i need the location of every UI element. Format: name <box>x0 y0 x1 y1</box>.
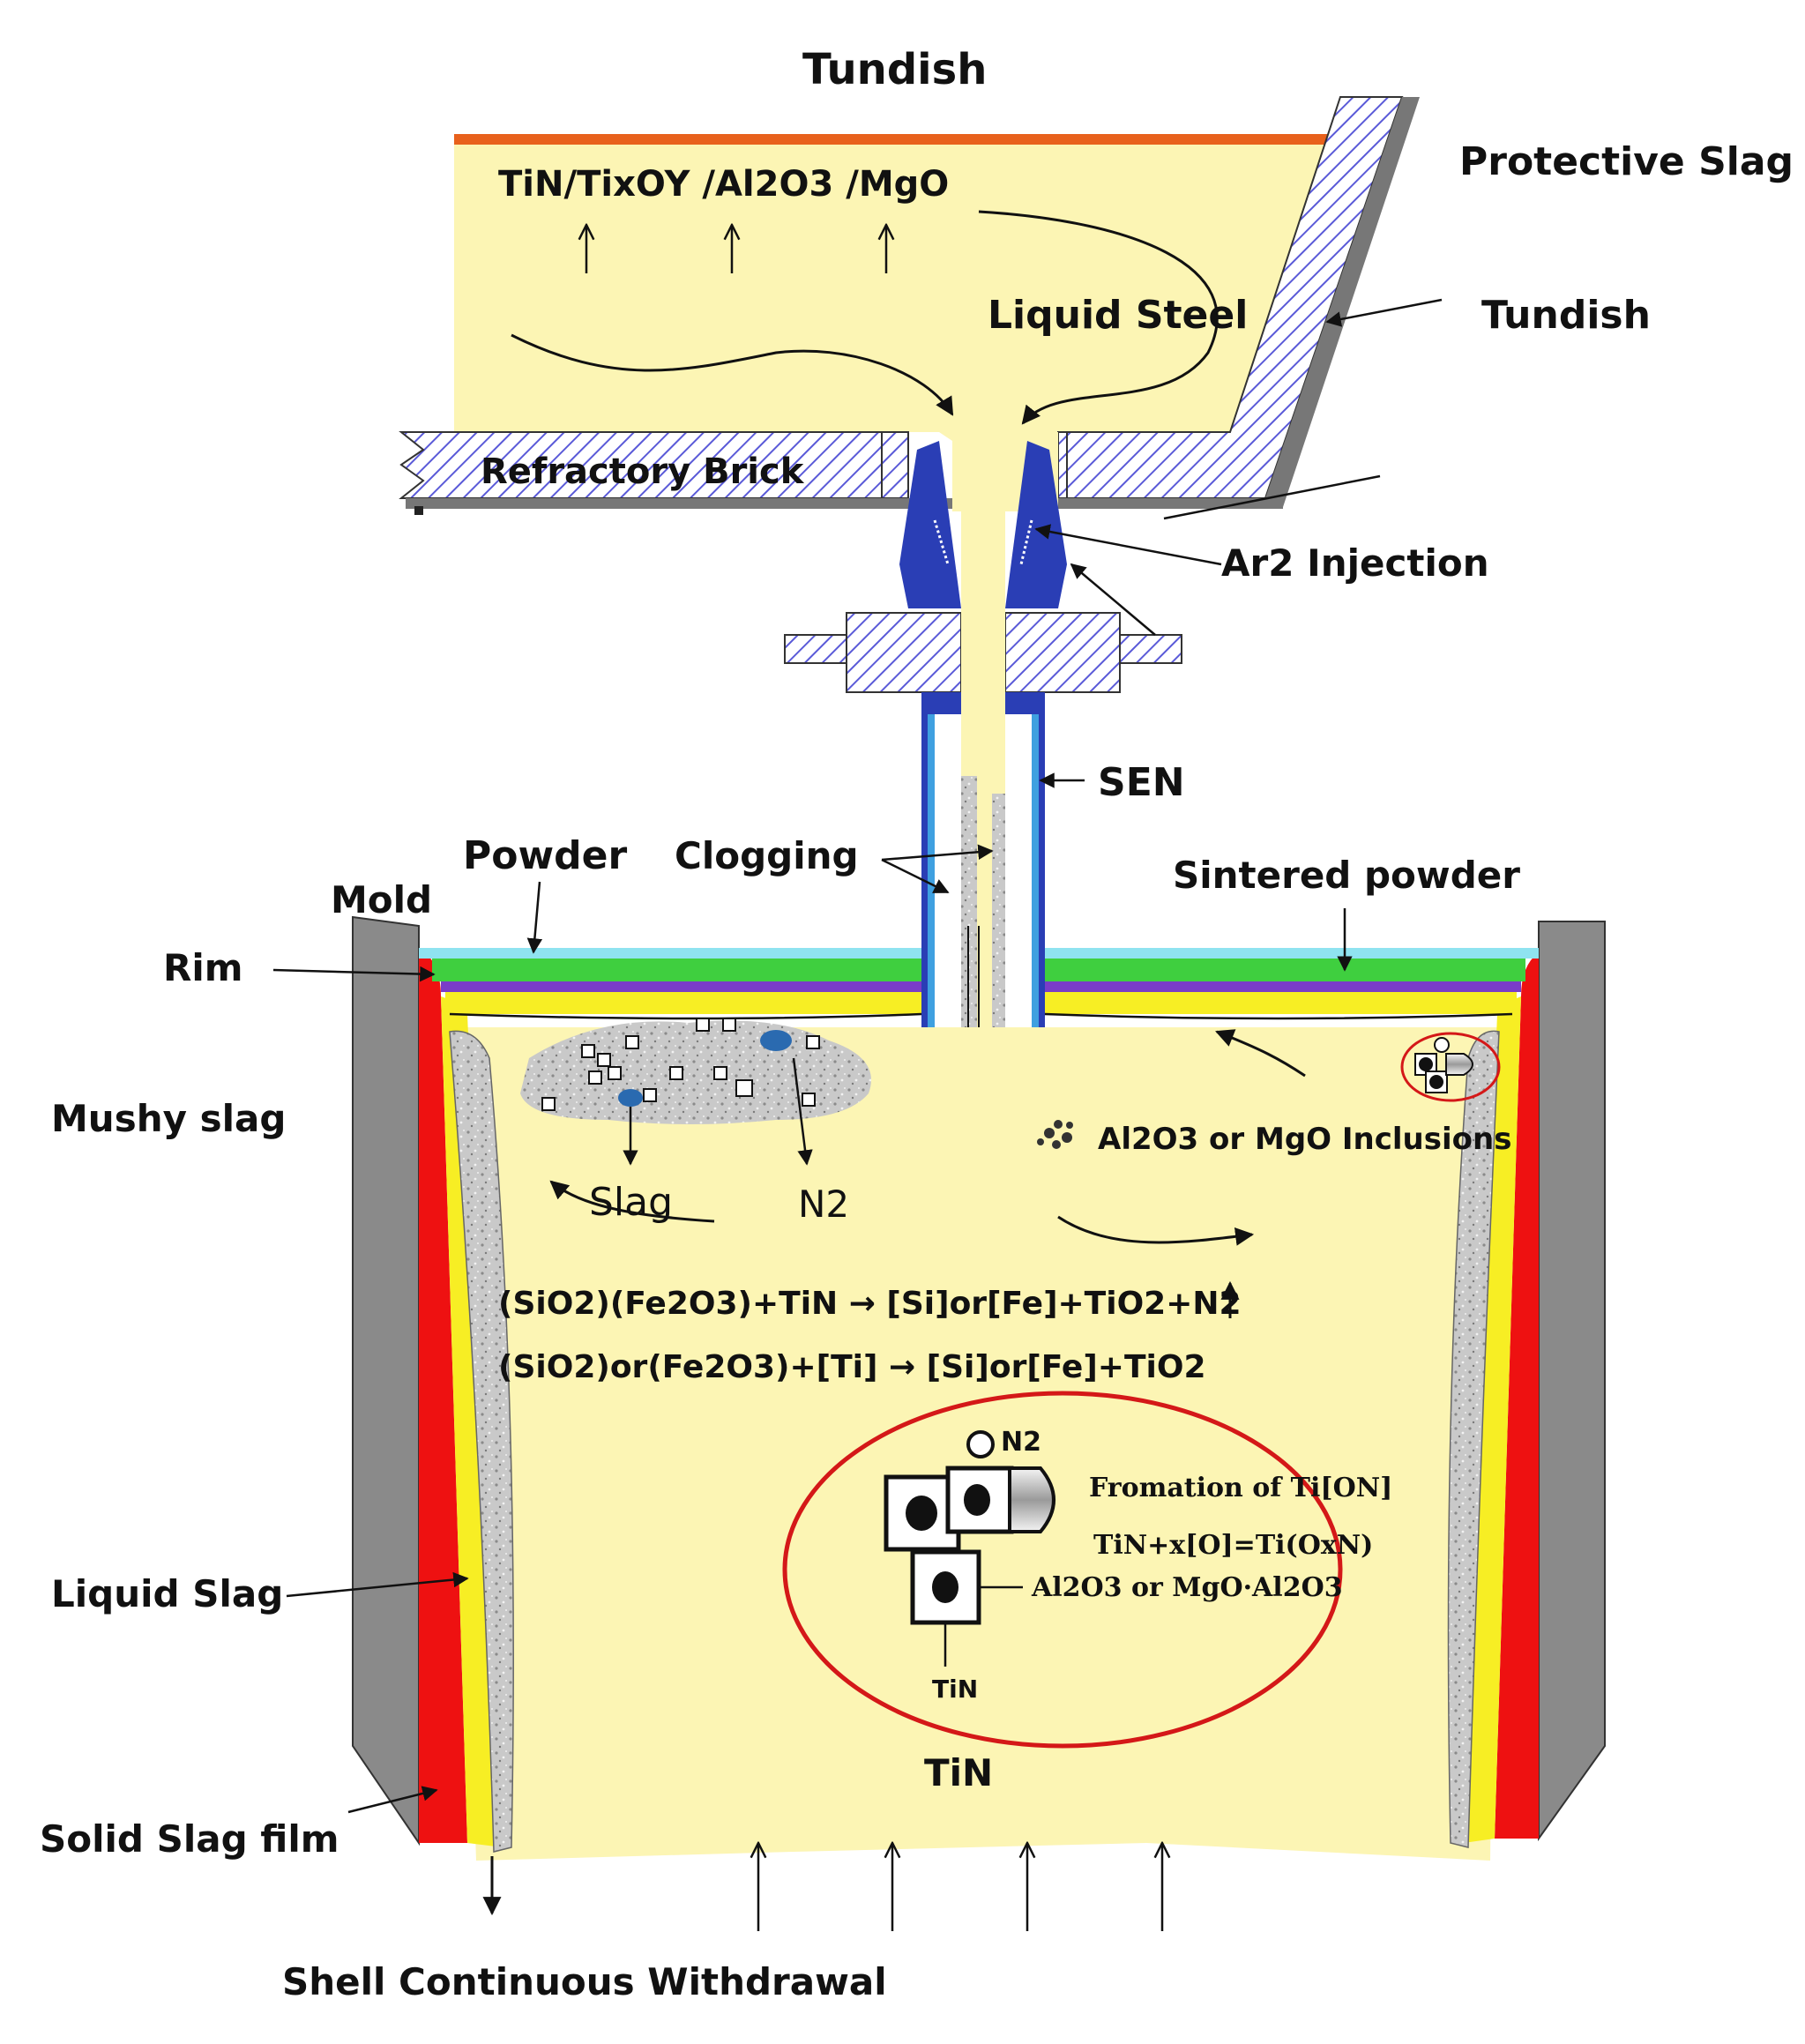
label-liquid-slag: Liquid Slag <box>51 1572 283 1615</box>
liquid-slag-right <box>1464 996 1521 1843</box>
solid-slag-film-left <box>419 948 467 1843</box>
tundish-vessel <box>399 96 1420 515</box>
label-shell-withdrawal: Shell Continuous Withdrawal <box>282 1960 887 2003</box>
label-refractory-brick: Refractory Brick <box>481 451 805 492</box>
mold-left-wall <box>352 915 420 1846</box>
label-mushy-slag: Mushy slag <box>51 1097 286 1140</box>
protective-slag-layer <box>454 134 1345 145</box>
tundish-bottom-casing <box>406 498 1283 509</box>
label-al2o3-mgo-inclusions: Al2O3 or MgO Inclusions <box>1098 1122 1511 1157</box>
mushy-slag-layer <box>441 981 921 992</box>
label-sintered-powder: Sintered powder <box>1173 854 1520 897</box>
label-slag: Slag <box>589 1180 673 1225</box>
label-tundish-side: Tundish <box>1481 293 1651 338</box>
label-al2o3-mgo: Al2O3 or MgO·Al2O3 <box>1031 1572 1343 1603</box>
label-rim: Rim <box>163 946 243 989</box>
label-formation-eq: TiN+x[O]=Ti(OxN) <box>1093 1530 1373 1561</box>
tundish-right-steel-casing <box>1265 97 1420 507</box>
label-powder: Powder <box>463 833 627 878</box>
label-inclusions-top: TiN/TixOY /Al2O3 /MgO <box>498 164 949 205</box>
refractory-brick-floor-left <box>399 431 909 499</box>
al2o3-cluster-glyph <box>1037 1120 1073 1149</box>
label-tin-center: TiN <box>924 1751 993 1794</box>
sintered-powder-layer <box>432 959 921 981</box>
label-tundish-top: Tundish <box>802 45 987 94</box>
label-ar-injection: Ar2 Injection <box>1221 541 1489 585</box>
shell-right <box>1447 1030 1500 1848</box>
inclusion-highlight-circle <box>1400 1032 1501 1102</box>
label-n2: N2 <box>798 1182 849 1226</box>
inclusion-squares <box>541 1018 820 1111</box>
label-n2-bubble: N2 <box>1001 1427 1041 1458</box>
shell-left <box>449 1030 514 1853</box>
label-liquid-steel: Liquid Steel <box>988 293 1248 338</box>
label-protective-slag: Protective Slag <box>1459 139 1794 184</box>
label-clogging: Clogging <box>675 834 859 877</box>
powder-layer <box>419 948 921 959</box>
label-mold: Mold <box>331 878 432 921</box>
label-formation: Fromation of Ti[ON] <box>1089 1473 1392 1503</box>
mold-right-wall <box>1538 921 1606 1842</box>
label-tin-small: TiN <box>932 1675 978 1704</box>
leader-lines <box>272 298 1443 1814</box>
tundish-liquid-steel <box>454 141 1340 441</box>
label-sen: SEN <box>1098 760 1185 805</box>
solid-slag-film-right <box>1495 952 1539 1839</box>
mold-assembly <box>352 915 1606 1931</box>
tundish-flow-arrows <box>511 210 1219 425</box>
label-reaction-1: (SiO2)(Fe2O3)+TiN → [Si]or[Fe]+TiO2+N2 <box>498 1286 1242 1322</box>
text-labels: Tundish Protective Slag Tundish TiN/TixO… <box>40 45 1794 2003</box>
label-solid-slag-film: Solid Slag film <box>40 1817 339 1861</box>
nozzle-cone-left <box>899 441 961 608</box>
tin-formation-ellipse <box>782 1391 1343 1749</box>
liquid-slag-layer-top <box>445 992 921 1014</box>
label-reaction-2: (SiO2)or(Fe2O3)+[Ti] → [Si]or[Fe]+TiO2 <box>498 1349 1206 1385</box>
